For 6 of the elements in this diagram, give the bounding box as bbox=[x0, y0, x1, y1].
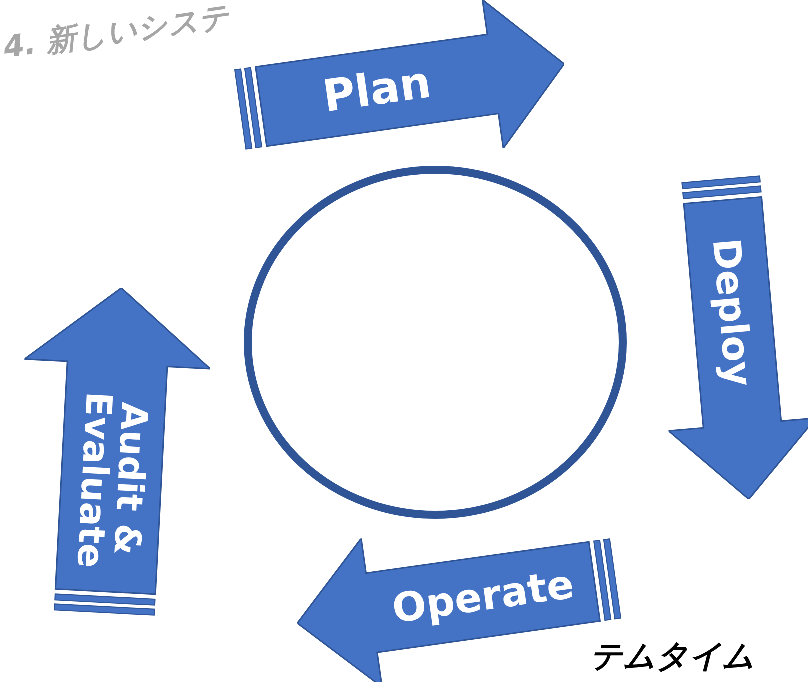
arrow-label: Deploy bbox=[707, 237, 758, 388]
arrow-label: Audit & Evaluate bbox=[71, 391, 152, 565]
section-heading: 4. 新しいシステ bbox=[2, 2, 232, 64]
arrow-label: Operate bbox=[390, 564, 576, 630]
arrow-label: Plan bbox=[320, 61, 434, 120]
subheading-text: テムタイム bbox=[590, 640, 755, 672]
